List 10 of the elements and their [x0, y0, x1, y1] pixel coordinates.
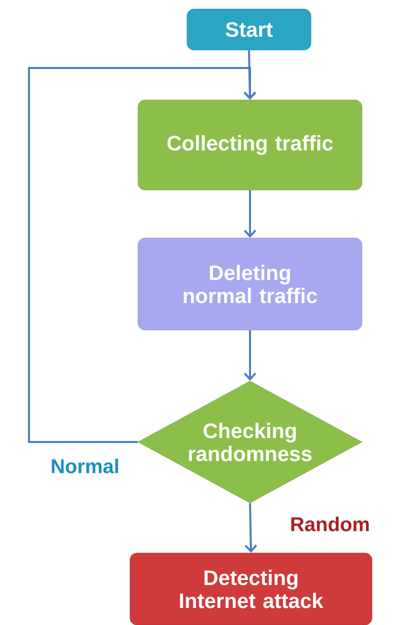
start-box: Start: [186, 8, 312, 50]
arrow: [28, 67, 256, 443]
arrow: [244, 503, 258, 553]
arrow: [244, 330, 256, 381]
edge-label: Normal: [50, 458, 120, 474]
process-box: Detecting Internet attack: [130, 552, 372, 625]
process-box: Collecting traffic: [138, 100, 362, 190]
arrow: [244, 190, 256, 238]
process-box: Deleting normal traffic: [138, 238, 362, 330]
edge-label: Random: [289, 516, 371, 532]
